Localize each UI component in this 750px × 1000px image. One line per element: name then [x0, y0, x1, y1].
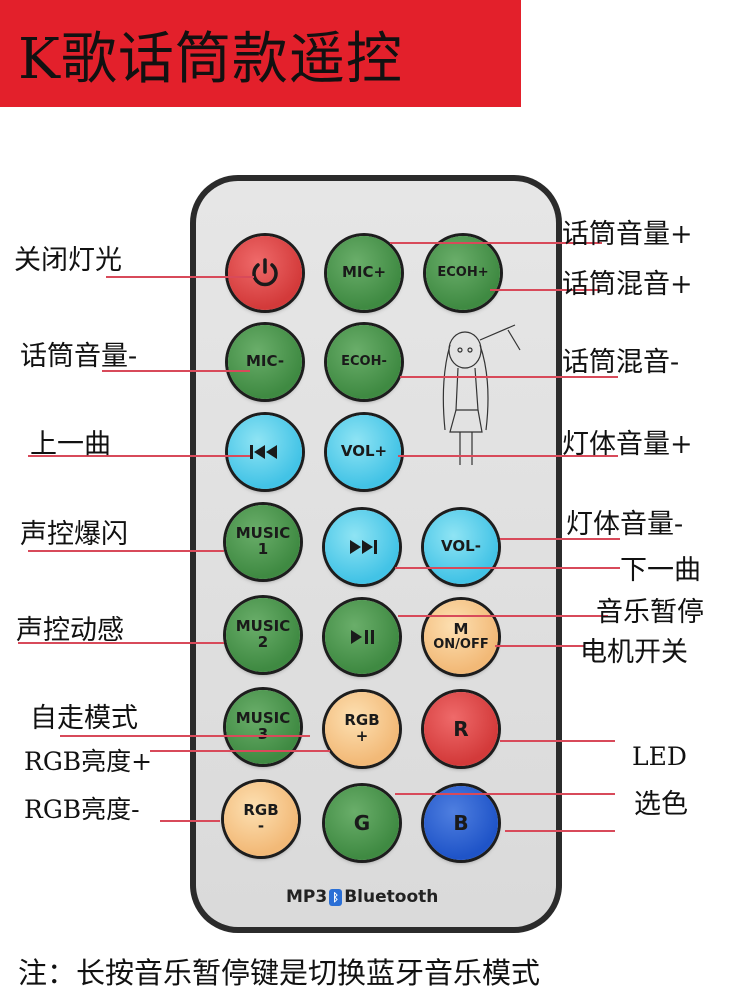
music-2-button[interactable]: MUSIC 2 — [226, 598, 300, 672]
rgb-plus-label: RGB — [344, 711, 380, 730]
ecoh-plus-label: ECOH+ — [437, 265, 489, 281]
motor-m-label: M — [453, 620, 469, 639]
callout-line — [395, 793, 615, 795]
callout-line — [495, 645, 585, 647]
callout-line — [18, 642, 224, 644]
mic-plus-label: MIC+ — [341, 263, 387, 282]
music-3-number: 3 — [257, 725, 269, 743]
music-1-label: MUSIC — [235, 524, 291, 543]
callout-line — [490, 289, 600, 291]
label-led: LED — [632, 742, 687, 771]
red-color-label: R — [453, 716, 469, 741]
next-track-icon — [350, 540, 377, 554]
mic-minus-label: MIC- — [245, 352, 285, 371]
rgb-minus-label: RGB — [243, 801, 279, 820]
vol-minus-label: VOL- — [441, 537, 481, 556]
label-color-select: 选色 — [634, 789, 688, 820]
callout-line — [500, 538, 620, 540]
label-rgb-up: RGB亮度+ — [24, 747, 153, 776]
music-1-button[interactable]: MUSIC 1 — [226, 505, 300, 579]
mic-plus-button[interactable]: MIC+ — [327, 236, 401, 310]
play-pause-icon — [351, 630, 374, 644]
music-1-number: 1 — [257, 540, 269, 558]
callout-line — [395, 567, 620, 569]
callout-line — [102, 370, 250, 372]
label-play-pause: 音乐暂停 — [596, 597, 704, 628]
rgb-plus-sign: + — [355, 727, 369, 745]
play-pause-button[interactable] — [325, 600, 399, 674]
label-light-vol-up: 灯体音量+ — [562, 429, 693, 460]
label-mic-vol-down: 话筒音量- — [20, 341, 138, 372]
anime-figure-illustration — [442, 324, 521, 465]
callout-line — [500, 740, 615, 742]
page-title: K歌话筒款遥控 — [18, 27, 403, 92]
label-mic-vol-up: 话筒音量+ — [562, 219, 693, 250]
footnote: 注：长按音乐暂停键是切换蓝牙音乐模式 — [18, 956, 541, 990]
vol-minus-button[interactable]: VOL- — [424, 510, 498, 584]
callout-line — [400, 376, 618, 378]
callout-line — [60, 735, 310, 737]
ecoh-minus-label: ECOH- — [341, 354, 387, 370]
ecoh-plus-button[interactable]: ECOH+ — [426, 236, 500, 310]
music-3-label: MUSIC — [235, 709, 291, 728]
label-prev: 上一曲 — [30, 429, 111, 460]
music-2-label: MUSIC — [235, 617, 291, 636]
callout-line — [505, 830, 615, 832]
ecoh-minus-button[interactable]: ECOH- — [327, 325, 401, 399]
label-next: 下一曲 — [620, 555, 701, 586]
power-button[interactable] — [228, 236, 302, 310]
green-color-button[interactable]: G — [325, 786, 399, 860]
vol-plus-button[interactable]: VOL+ — [327, 415, 401, 489]
label-motor: 电机开关 — [580, 637, 688, 668]
label-light-vol-down: 灯体音量- — [566, 509, 684, 540]
brand-bluetooth: Bluetooth — [344, 887, 439, 907]
label-light-off: 关闭灯光 — [14, 245, 122, 276]
motor-onoff-button[interactable]: M ON/OFF — [424, 600, 498, 674]
label-rgb-down: RGB亮度- — [24, 795, 140, 824]
brand-mp3: MP3 — [286, 887, 328, 907]
label-auto-mode: 自走模式 — [30, 703, 138, 734]
mic-minus-button[interactable]: MIC- — [228, 325, 302, 399]
title-banner: K歌话筒款遥控 — [0, 0, 521, 107]
callout-line — [28, 550, 224, 552]
bluetooth-icon: ᛒ — [329, 888, 343, 906]
label-sound-dynamic: 声控动感 — [16, 615, 124, 646]
callout-line — [398, 455, 618, 457]
label-sound-flash: 声控爆闪 — [20, 519, 128, 550]
callout-line — [390, 242, 602, 244]
rgb-minus-sign: - — [257, 817, 265, 835]
callout-line — [398, 615, 608, 617]
callout-line — [150, 750, 330, 752]
music-2-number: 2 — [257, 633, 269, 651]
label-mic-echo-up: 话筒混音+ — [562, 269, 693, 300]
callout-line — [160, 820, 220, 822]
previous-track-icon — [250, 445, 277, 459]
label-mic-echo-down: 话筒混音- — [562, 347, 680, 378]
previous-button[interactable] — [228, 415, 302, 489]
blue-color-button[interactable]: B — [424, 786, 498, 860]
green-color-label: G — [353, 810, 371, 835]
next-button[interactable] — [325, 510, 399, 584]
rgb-plus-button[interactable]: RGB + — [325, 692, 399, 766]
vol-plus-label: VOL+ — [340, 442, 388, 461]
motor-onoff-label: ON/OFF — [433, 637, 489, 653]
red-color-button[interactable]: R — [424, 692, 498, 766]
rgb-minus-button[interactable]: RGB - — [224, 782, 298, 856]
power-icon — [252, 258, 278, 287]
blue-color-label: B — [453, 810, 469, 835]
callout-line — [106, 276, 254, 278]
music-3-button[interactable]: MUSIC 3 — [226, 690, 300, 764]
callout-line — [28, 455, 250, 457]
